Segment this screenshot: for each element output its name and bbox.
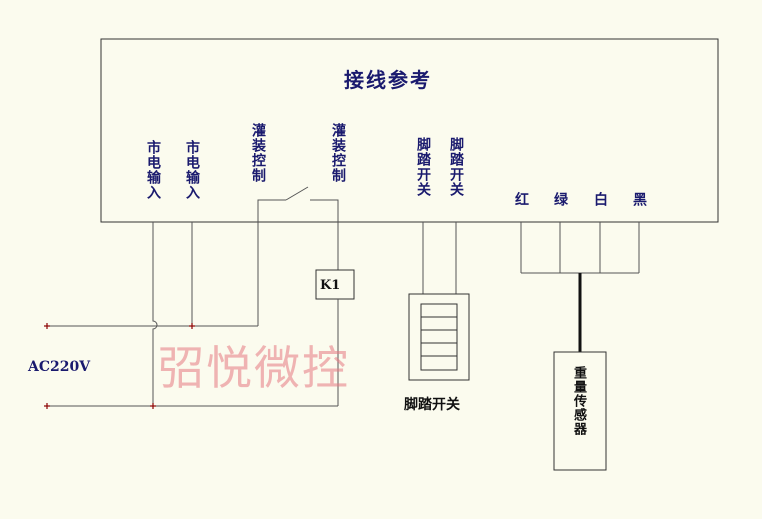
terminal-fill-ctrl-2: 灌装控制 bbox=[330, 123, 346, 183]
terminal-foot-sw-1: 脚踏开关 bbox=[415, 137, 431, 197]
fill-switch-left bbox=[257, 199, 286, 326]
mains-wire-1 bbox=[152, 222, 158, 406]
terminal-mains-in-1: 市电输入 bbox=[145, 140, 161, 200]
terminal-mains-in-2: 市电输入 bbox=[184, 140, 200, 200]
terminal-green: 绿 bbox=[552, 192, 568, 207]
foot-switch-label: 脚踏开关 bbox=[404, 397, 460, 413]
relay-k1-box bbox=[315, 269, 355, 300]
controller-box bbox=[100, 38, 719, 223]
load-cell-box bbox=[553, 351, 607, 471]
fill-switch-blade bbox=[285, 186, 309, 201]
terminal-white: 白 bbox=[592, 192, 608, 207]
fill-switch-right bbox=[310, 199, 339, 270]
terminal-fill-ctrl-1: 灌装控制 bbox=[250, 123, 266, 183]
diagram-title: 接线参考 bbox=[344, 68, 432, 92]
load-cell-label: 重量传感器 bbox=[571, 366, 586, 436]
relay-k1-label: K1 bbox=[320, 278, 341, 293]
power-label: AC220V bbox=[28, 359, 91, 375]
terminal-black: 黑 bbox=[631, 192, 647, 207]
foot-switch-box bbox=[408, 293, 470, 381]
terminal-foot-sw-2: 脚踏开关 bbox=[448, 137, 464, 197]
terminal-red: 红 bbox=[513, 192, 529, 207]
watermark: 弨悦微控 bbox=[158, 341, 350, 395]
